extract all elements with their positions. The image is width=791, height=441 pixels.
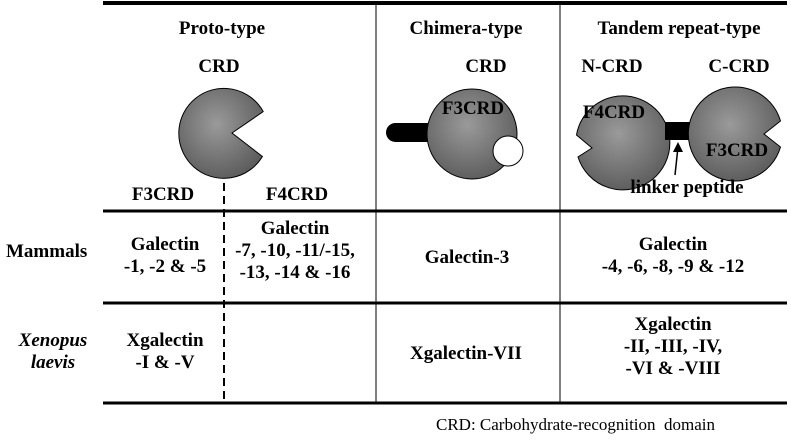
proto-type-header: Proto-type — [178, 18, 266, 39]
chimera-crd-binding-pocket — [492, 135, 524, 167]
proto-f4crd-label: F4CRD — [265, 184, 329, 205]
mammals-proto-f3-cell: Galectin -1, -2 & -5 — [123, 234, 207, 277]
proto-crd-label: CRD — [198, 56, 240, 77]
tandem-c-crd-domain — [687, 86, 782, 182]
tandem-n-crd-domain — [575, 95, 671, 191]
mammals-tandem-cell: Galectin -4, -6, -8, -9 & -12 — [601, 234, 745, 277]
tandem-repeat-type-header: Tandem repeat-type — [597, 18, 761, 39]
mammals-row-label: Mammals — [6, 241, 88, 262]
xenopus-tandem-cell: Xgalectin -II, -III, -IV, -VI & -VIII — [623, 314, 723, 379]
mammals-chimera-cell: Galectin-3 — [424, 247, 510, 268]
proto-f3crd-label: F3CRD — [131, 184, 195, 205]
c-crd-label: C-CRD — [708, 56, 770, 77]
tandem-f4crd-label: F4CRD — [582, 102, 646, 123]
linker-peptide-label: linker peptide — [630, 177, 744, 198]
tandem-f3crd-label: F3CRD — [705, 140, 769, 161]
proto-crd-domain — [178, 87, 264, 179]
xenopus-chimera-cell: Xgalectin-VII — [410, 343, 522, 364]
chimera-type-header: Chimera-type — [409, 18, 523, 39]
mammals-proto-f4-cell: Galectin -7, -10, -11/-15, -13, -14 & -1… — [235, 218, 355, 283]
xenopus-proto-f3-cell: Xgalectin -I & -V — [126, 330, 204, 373]
footnote: CRD: Carbohydrate-recognition domain — [436, 415, 716, 434]
n-crd-label: N-CRD — [581, 56, 643, 77]
chimera-crd-label: CRD — [465, 56, 507, 77]
linker-arrowhead — [673, 142, 683, 152]
chimera-f3crd-label: F3CRD — [441, 98, 505, 119]
xenopus-row-label: Xenopus laevis — [18, 330, 88, 373]
